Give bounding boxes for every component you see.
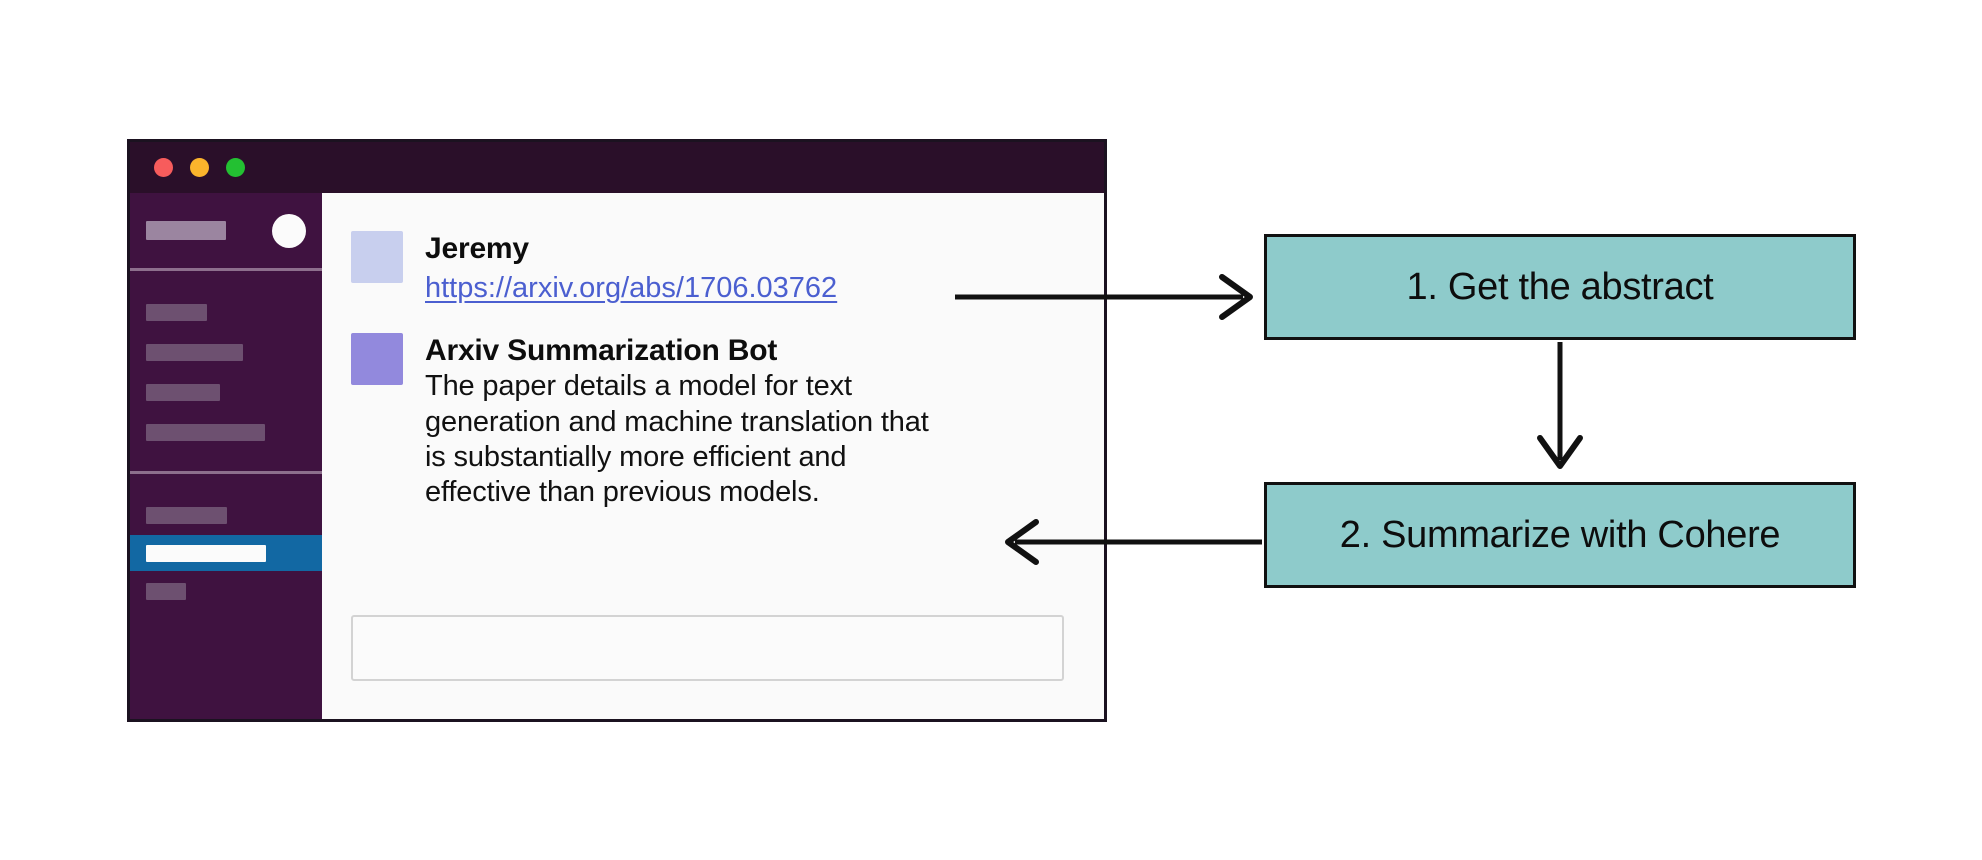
window-body: Jeremy https://arxiv.org/abs/1706.03762 … xyxy=(130,193,1104,719)
message-author: Arxiv Summarization Bot xyxy=(425,333,778,367)
message-bot: Arxiv Summarization Bot The paper detail… xyxy=(351,332,1064,511)
avatar xyxy=(351,231,403,283)
window-titlebar xyxy=(130,142,1104,193)
flow-step-2-box: 2. Summarize with Cohere xyxy=(1264,482,1856,588)
avatar[interactable] xyxy=(272,213,306,248)
minimize-window-icon[interactable] xyxy=(190,158,209,177)
message-text: The paper details a model for text gener… xyxy=(425,370,929,509)
sidebar-item-dm-3[interactable] xyxy=(130,571,322,611)
message-input[interactable] xyxy=(351,615,1064,681)
sidebar-group-channels xyxy=(130,271,322,471)
message-body: Arxiv Summarization Bot The paper detail… xyxy=(425,333,945,511)
sidebar-item-label-placeholder xyxy=(146,506,227,524)
workspace-header[interactable] xyxy=(130,193,322,268)
conversation-pane: Jeremy https://arxiv.org/abs/1706.03762 … xyxy=(322,193,1104,719)
sidebar-item-dm-2-selected[interactable] xyxy=(130,535,322,571)
sidebar-item-label-placeholder xyxy=(146,582,186,600)
flow-step-2-label: 2. Summarize with Cohere xyxy=(1339,513,1781,556)
message-link[interactable]: https://arxiv.org/abs/1706.03762 xyxy=(425,271,838,304)
sidebar-item-label-placeholder xyxy=(146,423,265,441)
message-author: Jeremy xyxy=(425,232,529,265)
sidebar-item-channel-2[interactable] xyxy=(130,332,322,372)
avatar xyxy=(351,332,403,385)
sidebar-item-channel-4[interactable] xyxy=(130,412,322,452)
sidebar-item-label-placeholder xyxy=(146,383,220,401)
sidebar-group-direct-messages xyxy=(130,474,322,630)
close-window-icon[interactable] xyxy=(154,158,173,177)
chat-window: Jeremy https://arxiv.org/abs/1706.03762 … xyxy=(127,139,1107,722)
sidebar-item-channel-1[interactable] xyxy=(130,292,322,332)
message-user: Jeremy https://arxiv.org/abs/1706.03762 xyxy=(351,231,1064,309)
arrow-step-1-to-step-2 xyxy=(1537,342,1583,469)
sidebar-item-label-placeholder xyxy=(146,343,243,361)
sidebar-divider-1 xyxy=(130,268,322,271)
message-body: Jeremy https://arxiv.org/abs/1706.03762 xyxy=(425,231,837,309)
sidebar xyxy=(130,193,322,719)
workspace-name-placeholder xyxy=(146,221,226,240)
flow-step-1-box: 1. Get the abstract xyxy=(1264,234,1856,340)
maximize-window-icon[interactable] xyxy=(226,158,245,177)
flow-step-1-label: 1. Get the abstract xyxy=(1406,265,1714,308)
sidebar-divider-2 xyxy=(130,471,322,474)
sidebar-item-label-placeholder xyxy=(146,544,266,562)
sidebar-item-channel-3[interactable] xyxy=(130,372,322,412)
sidebar-item-dm-1[interactable] xyxy=(130,495,322,535)
sidebar-item-label-placeholder xyxy=(146,303,207,321)
